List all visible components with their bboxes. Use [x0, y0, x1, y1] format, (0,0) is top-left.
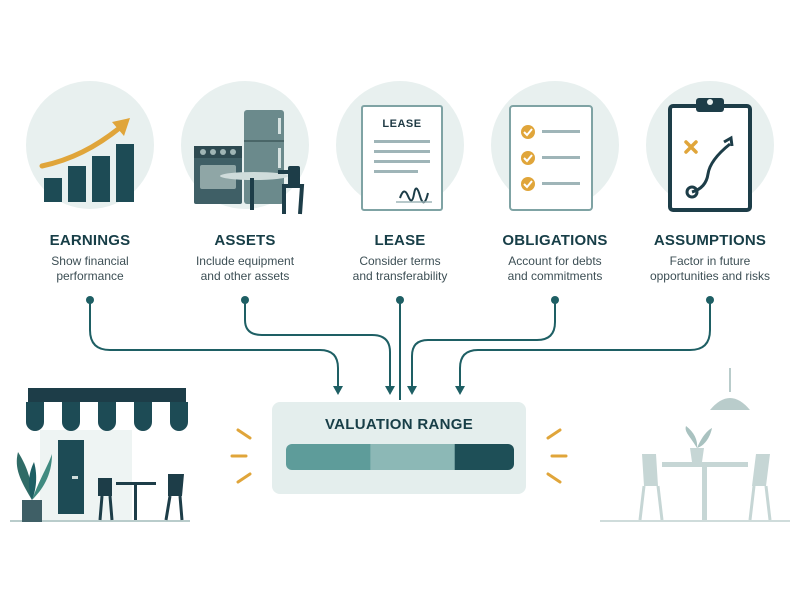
checklist-icon	[509, 105, 593, 211]
factor-desc-lease-line2: and transferability	[352, 269, 448, 283]
strategy-clipboard-icon	[668, 98, 752, 212]
emphasis-rays	[230, 428, 568, 484]
connector-lines	[89, 300, 711, 400]
factor-desc-obligations-line2: and commitments	[507, 269, 603, 283]
connector-arrowheads	[333, 386, 465, 395]
factor-title-assets: ASSETS	[214, 232, 276, 249]
range-segment-low	[286, 444, 371, 470]
valuation-range-title: VALUATION RANGE	[324, 416, 474, 433]
range-segment-mid	[370, 444, 456, 470]
factor-desc-earnings-line1: Show financial	[51, 254, 129, 268]
factor-desc-obligations-line1: Account for debts	[508, 254, 602, 268]
factor-title-obligations: OBLIGATIONS	[502, 232, 608, 249]
connector-nodes	[86, 296, 714, 304]
factor-desc-assumptions-line1: Factor in future	[669, 254, 751, 268]
valuation-range-bar	[286, 444, 514, 470]
factor-desc-assets-line1: Include equipment	[195, 254, 295, 268]
factor-title-assumptions: ASSUMPTIONS	[653, 232, 767, 249]
factor-desc-assets-line2: and other assets	[200, 269, 290, 283]
storefront-illustration	[10, 388, 190, 522]
factor-desc-lease-line1: Consider terms	[359, 254, 441, 268]
factor-desc-assumptions-line2: opportunities and risks	[649, 269, 771, 283]
growth-chart-icon	[39, 118, 134, 202]
lease-document-label: LEASE	[382, 118, 422, 130]
factor-title-earnings: EARNINGS	[49, 232, 131, 249]
factor-desc-earnings-line2: performance	[56, 269, 124, 283]
range-segment-high	[454, 444, 514, 470]
lease-document-icon	[361, 105, 443, 211]
dining-illustration	[600, 368, 790, 522]
factor-title-lease: LEASE	[374, 232, 426, 249]
kitchen-equipment-icon	[194, 110, 305, 215]
